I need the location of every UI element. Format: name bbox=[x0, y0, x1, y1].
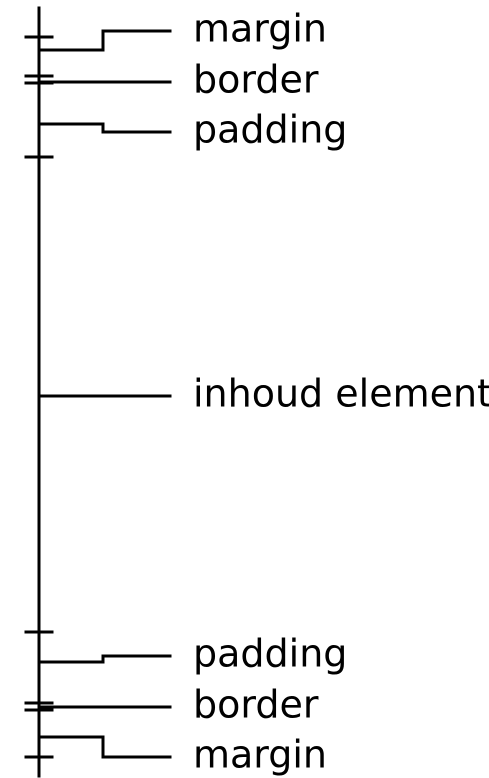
label-margin-top: margin bbox=[193, 7, 327, 51]
leader-padding-bottom bbox=[37, 654, 172, 664]
leader-padding-top bbox=[37, 122, 172, 134]
label-margin-bottom: margin bbox=[193, 733, 327, 777]
leader-margin-bottom bbox=[37, 735, 172, 759]
label-padding-top: padding bbox=[193, 108, 347, 152]
label-content: inhoud element bbox=[193, 372, 489, 416]
label-padding-bottom: padding bbox=[193, 632, 347, 676]
label-border-top: border bbox=[193, 58, 319, 102]
label-border-bottom: border bbox=[193, 683, 319, 727]
leader-margin-top bbox=[37, 29, 172, 52]
